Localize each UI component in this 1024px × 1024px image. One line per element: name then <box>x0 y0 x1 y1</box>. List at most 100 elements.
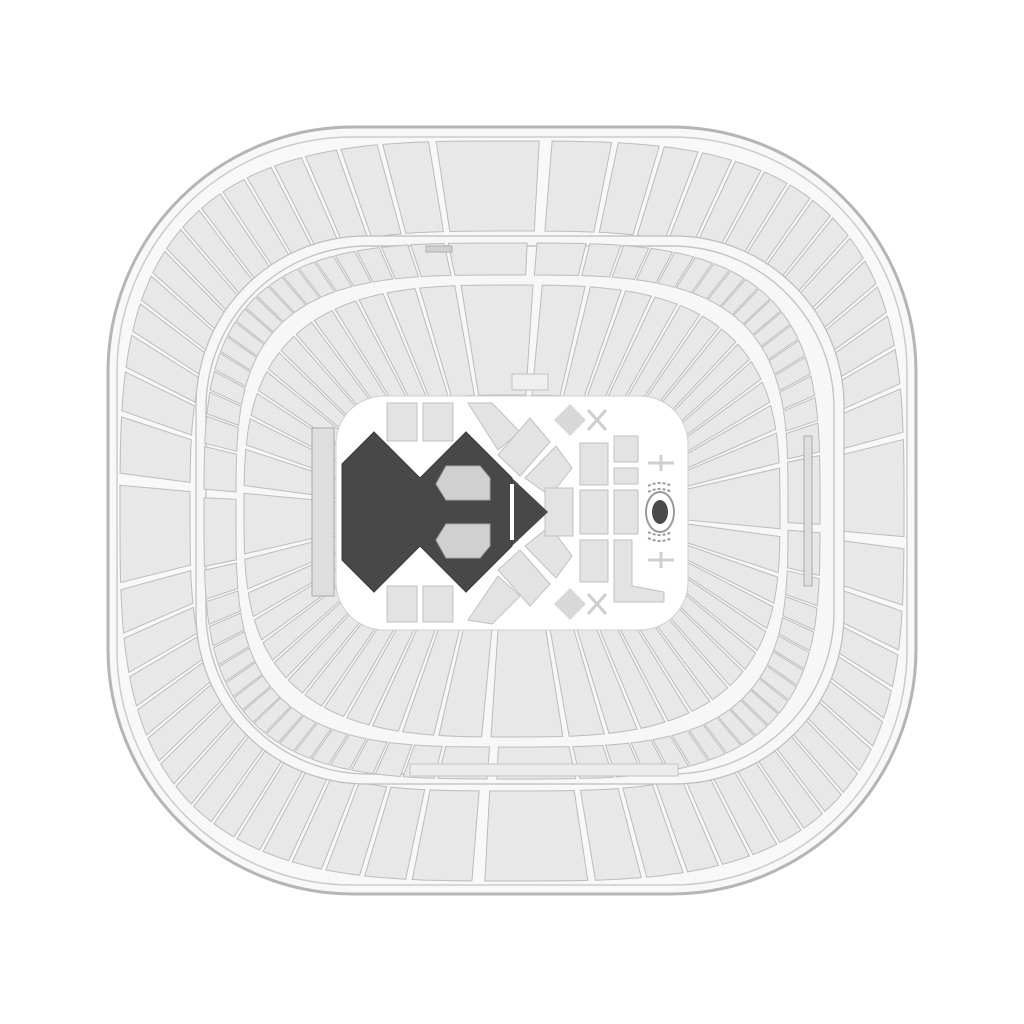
seat-section[interactable] <box>692 262 730 300</box>
floor-section[interactable] <box>497 549 551 607</box>
seat-section[interactable] <box>720 278 759 316</box>
seat-section[interactable] <box>120 569 194 634</box>
seat-section[interactable] <box>743 299 782 336</box>
seat-section[interactable] <box>622 784 684 878</box>
seat-section[interactable] <box>688 724 726 761</box>
seat-section[interactable] <box>310 728 349 766</box>
seat-section[interactable] <box>732 288 771 325</box>
seat-section[interactable] <box>227 321 265 357</box>
seat-section[interactable] <box>766 650 805 687</box>
seat-section[interactable] <box>213 630 250 666</box>
seat-section[interactable] <box>533 242 587 277</box>
seat-section[interactable] <box>717 708 756 746</box>
seat-section[interactable] <box>380 244 420 280</box>
seat-section[interactable] <box>233 674 272 711</box>
seat-section[interactable] <box>208 612 245 647</box>
seat-section[interactable] <box>214 352 251 388</box>
seat-section[interactable] <box>778 616 815 652</box>
seat-section[interactable] <box>294 722 332 760</box>
stage-platform <box>435 465 491 501</box>
seat-section[interactable] <box>752 311 791 348</box>
seat-section[interactable] <box>245 296 284 333</box>
stage-platform <box>435 523 491 559</box>
seat-section[interactable] <box>544 140 613 233</box>
floor-section[interactable] <box>422 402 454 442</box>
seat-section[interactable] <box>374 741 413 778</box>
seat-section[interactable] <box>219 335 258 372</box>
seat-section[interactable] <box>364 786 426 880</box>
floor-section[interactable] <box>544 487 574 537</box>
seat-section[interactable] <box>204 415 239 452</box>
floor-section[interactable] <box>613 539 665 603</box>
seat-section[interactable] <box>774 356 811 392</box>
seat-section[interactable] <box>356 247 394 283</box>
seat-section[interactable] <box>203 497 237 568</box>
seat-section[interactable] <box>675 256 714 294</box>
seat-section[interactable] <box>768 339 806 375</box>
seat-section[interactable] <box>209 370 246 406</box>
seat-section[interactable] <box>265 706 304 744</box>
seat-section[interactable] <box>218 647 256 683</box>
seat-section[interactable] <box>315 255 353 292</box>
seat-section[interactable] <box>581 243 622 278</box>
floor-section[interactable] <box>579 442 609 486</box>
seat-section[interactable] <box>298 261 336 298</box>
seat-section[interactable] <box>652 735 690 772</box>
seat-section[interactable] <box>411 789 480 882</box>
floor-section[interactable] <box>497 417 551 477</box>
floor-section[interactable] <box>524 445 573 497</box>
seat-section[interactable] <box>703 716 742 754</box>
seat-section[interactable] <box>635 247 674 284</box>
seat-section[interactable] <box>225 661 263 698</box>
floor-section[interactable] <box>524 525 573 579</box>
seat-section[interactable] <box>203 445 238 493</box>
floor-section[interactable] <box>467 575 521 625</box>
floor-section[interactable] <box>579 489 609 535</box>
seat-section[interactable] <box>119 416 192 483</box>
floor-section[interactable] <box>579 539 609 583</box>
seat-section[interactable] <box>121 371 196 436</box>
b-stage-ring-icon <box>645 482 675 542</box>
seat-section[interactable] <box>750 677 789 714</box>
floor-section[interactable] <box>613 489 639 535</box>
seat-section[interactable] <box>235 308 274 345</box>
seat-section[interactable] <box>782 396 819 432</box>
floor-section[interactable] <box>422 585 454 623</box>
seat-section[interactable] <box>350 738 389 775</box>
seat-section[interactable] <box>278 715 317 752</box>
seat-section[interactable] <box>334 250 372 287</box>
seat-section[interactable] <box>484 789 589 882</box>
seat-section[interactable] <box>782 595 818 631</box>
floor-section[interactable] <box>613 435 639 463</box>
seat-section[interactable] <box>119 484 192 584</box>
seat-section[interactable] <box>707 270 746 307</box>
seat-section[interactable] <box>282 268 321 306</box>
seat-section[interactable] <box>671 730 709 767</box>
seat-section[interactable] <box>256 285 295 323</box>
seat-section[interactable] <box>460 284 534 396</box>
seat-section[interactable] <box>382 141 445 235</box>
seat-section[interactable] <box>203 562 239 600</box>
floor-section[interactable] <box>386 402 418 442</box>
seat-section[interactable] <box>435 140 540 233</box>
seat-section[interactable] <box>329 734 367 771</box>
seat-section[interactable] <box>598 142 660 236</box>
seat-section[interactable] <box>761 324 799 361</box>
floor-section[interactable] <box>386 585 418 623</box>
seat-section[interactable] <box>206 391 242 427</box>
floor-section[interactable] <box>613 467 639 485</box>
seat-section[interactable] <box>759 665 797 701</box>
x-mark-icon <box>586 408 608 432</box>
seat-section[interactable] <box>740 689 779 726</box>
seat-section[interactable] <box>657 251 695 288</box>
seat-section[interactable] <box>579 787 642 881</box>
seat-section[interactable] <box>779 375 816 410</box>
seat-section[interactable] <box>773 634 810 670</box>
seat-section[interactable] <box>268 276 307 314</box>
seat-section[interactable] <box>447 242 528 276</box>
seat-section[interactable] <box>242 686 281 723</box>
seat-section[interactable] <box>205 590 242 626</box>
seat-section[interactable] <box>729 699 768 737</box>
seat-section[interactable] <box>611 244 650 281</box>
seat-section[interactable] <box>253 697 292 734</box>
